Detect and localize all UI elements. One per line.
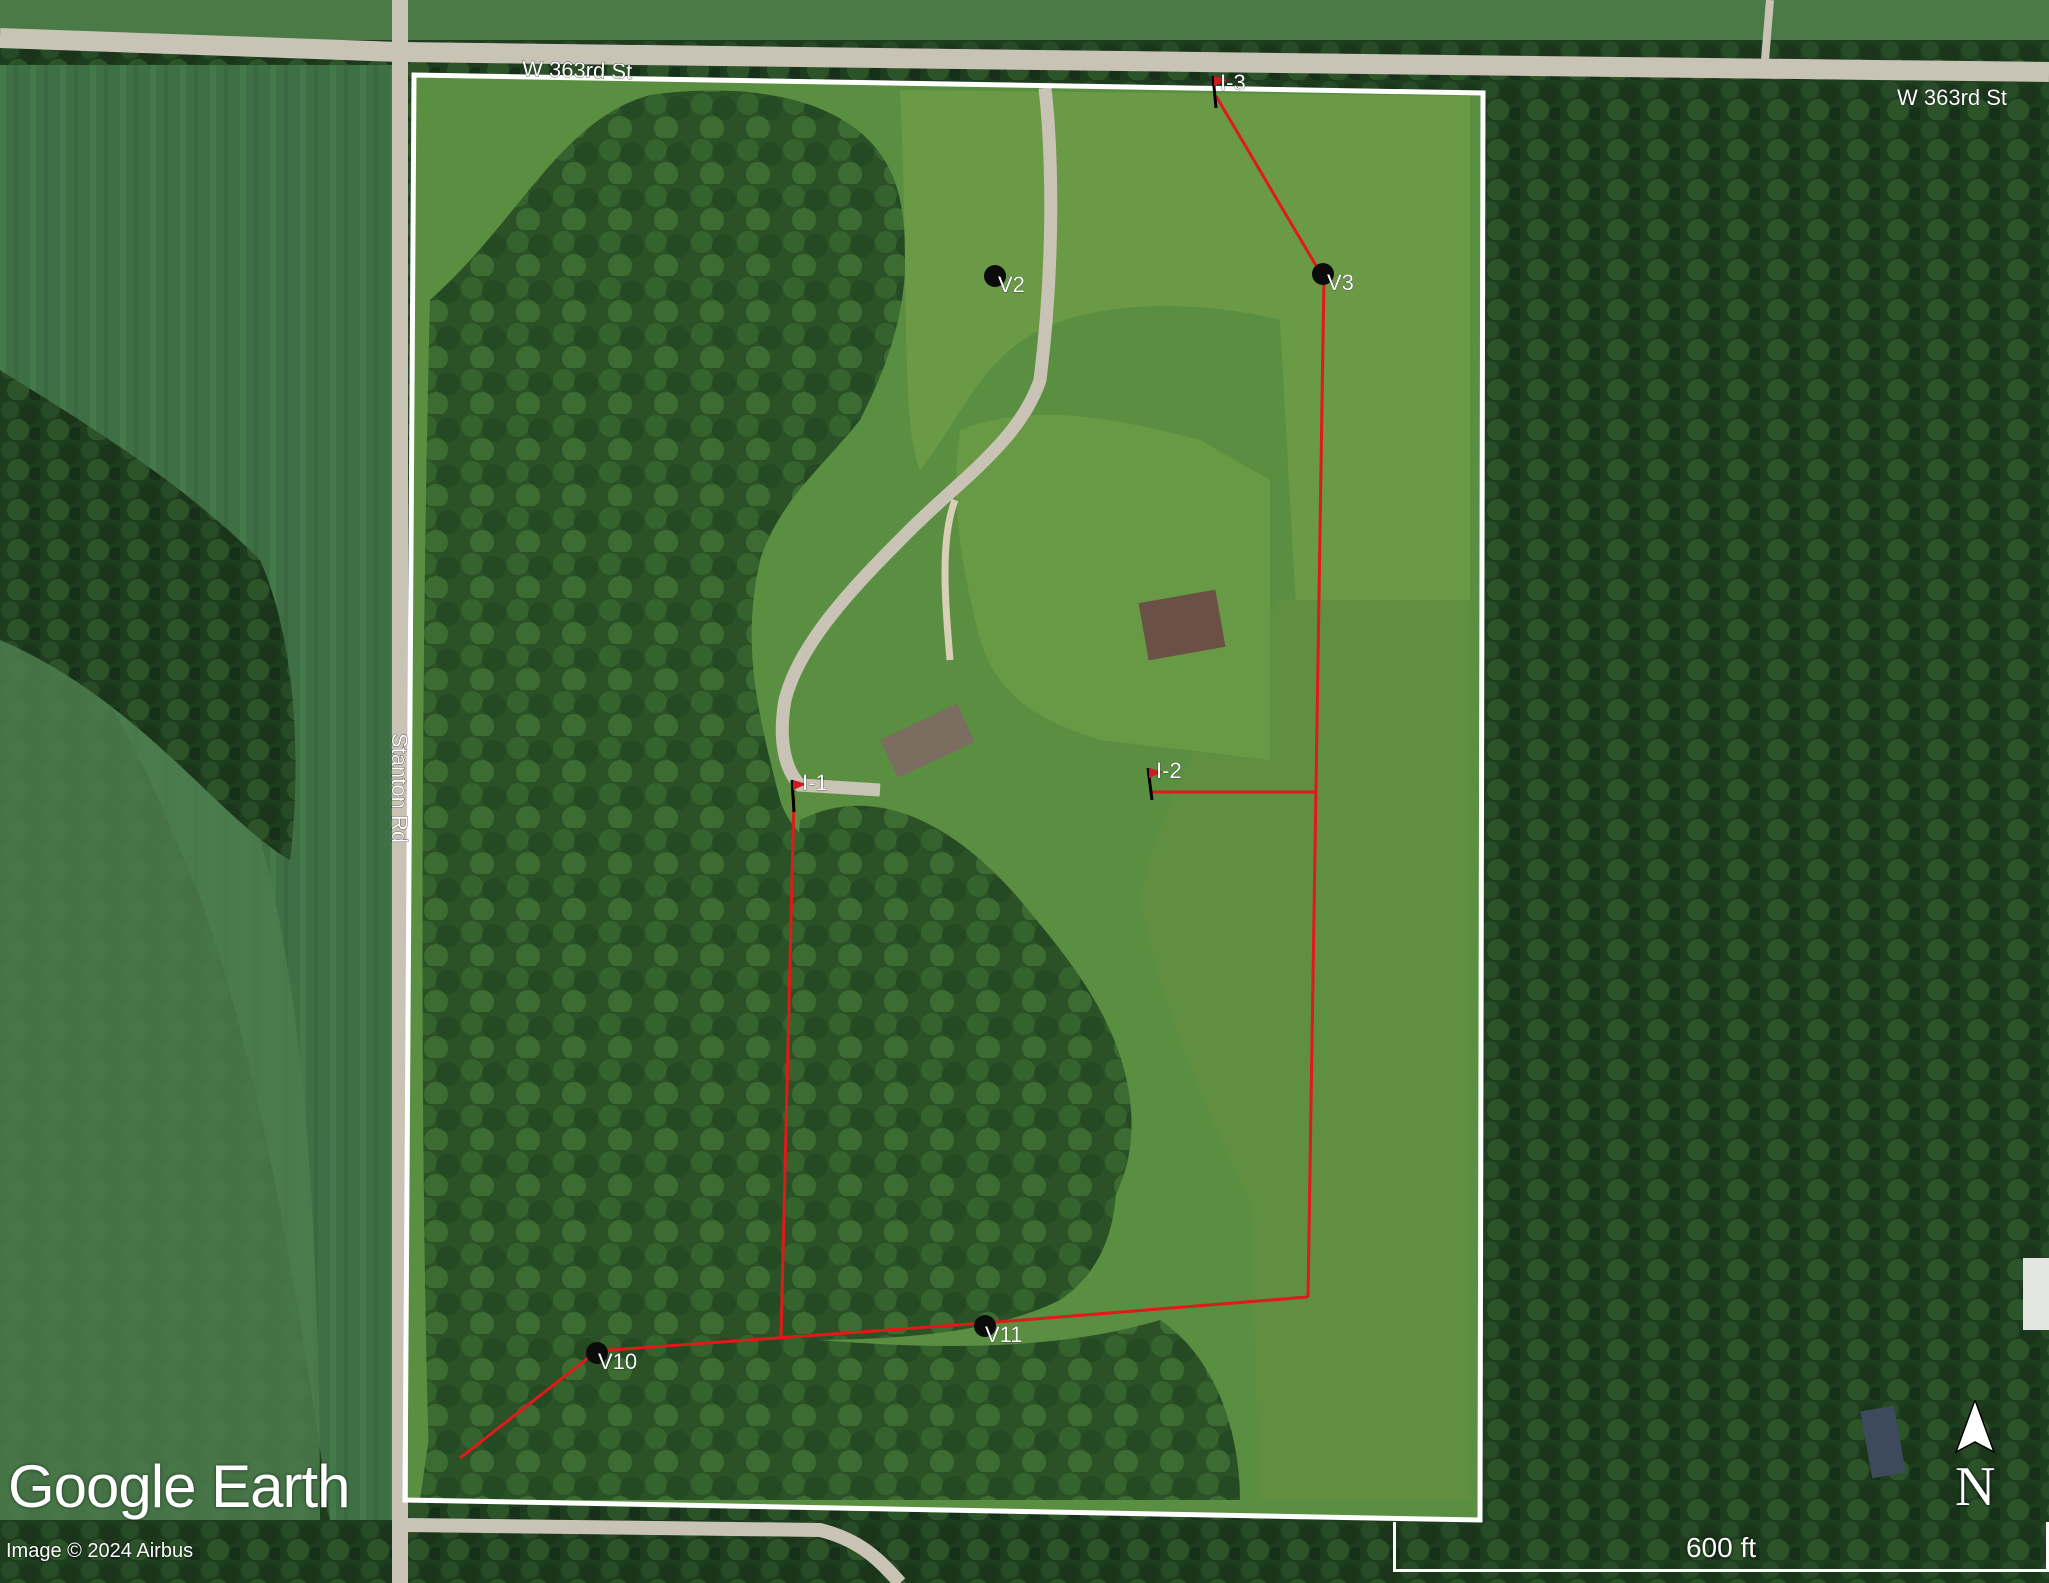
barn-building bbox=[1138, 589, 1226, 661]
east-shed-building bbox=[2023, 1258, 2049, 1330]
flag-icon bbox=[790, 779, 796, 813]
pipeline-i1-south bbox=[779, 796, 796, 1339]
woods-center bbox=[787, 805, 1132, 1282]
scale-bar: 600 ft bbox=[1393, 1522, 2049, 1572]
flag-icon-fill bbox=[1214, 76, 1228, 86]
valve-icon bbox=[984, 265, 1006, 287]
valve-icon bbox=[1312, 263, 1334, 285]
marker-v3[interactable]: V3 bbox=[1312, 263, 1354, 295]
road-south bbox=[404, 1518, 906, 1583]
flag-icon-fill bbox=[1149, 768, 1163, 778]
property-boundary bbox=[402, 72, 1486, 1523]
road-north-spur bbox=[1761, 0, 1774, 61]
driveway-branch bbox=[941, 498, 959, 661]
west-tree-line bbox=[0, 370, 296, 860]
road-label-w-363rd-st-right: W 363rd St bbox=[1897, 85, 2007, 110]
marker-i3[interactable]: I-3 bbox=[1211, 70, 1246, 109]
marker-i1[interactable]: I-1 bbox=[790, 770, 828, 813]
pipeline-v10-southwest bbox=[459, 1349, 598, 1460]
marker-label-v2: V2 bbox=[998, 272, 1025, 297]
lawn-east bbox=[1140, 600, 1470, 1500]
pipeline-network bbox=[459, 95, 1326, 1460]
road-w-363rd-st bbox=[0, 28, 2049, 82]
north-arrow-letter: N bbox=[1955, 1456, 1996, 1518]
flag-icon bbox=[1146, 767, 1154, 801]
west-crop-field-south bbox=[0, 640, 320, 1520]
lawn-north bbox=[900, 90, 1470, 700]
north-arrow-icon bbox=[1954, 1400, 1996, 1454]
marker-v10[interactable]: V10 bbox=[586, 1342, 637, 1374]
scale-bar-label: 600 ft bbox=[1685, 1532, 1757, 1563]
marker-v2[interactable]: V2 bbox=[984, 265, 1025, 297]
lawn-center bbox=[956, 414, 1270, 760]
imagery-credit: Image © 2024 Airbus bbox=[6, 1540, 194, 1562]
road-label-stanton-rd: Stanton Rd bbox=[387, 733, 412, 843]
valve-icon bbox=[586, 1342, 608, 1364]
google-earth-logo: Google Earth bbox=[8, 1453, 351, 1520]
marker-label-v3: V3 bbox=[1327, 270, 1354, 295]
marker-label-v10: V10 bbox=[598, 1349, 637, 1374]
marker-v11[interactable]: V11 bbox=[974, 1315, 1023, 1347]
house-building bbox=[880, 703, 975, 778]
flag-icon-fill bbox=[793, 780, 807, 790]
east-house-building bbox=[1860, 1405, 1906, 1479]
marker-label-i3: I-3 bbox=[1220, 70, 1246, 95]
pipeline-v3-south bbox=[1306, 275, 1326, 1298]
road-label-w-363rd-st-left: W 363rd St bbox=[522, 56, 633, 84]
valve-icon bbox=[974, 1315, 996, 1337]
driveway bbox=[775, 87, 1058, 797]
marker-label-v11: V11 bbox=[985, 1322, 1023, 1347]
marker-i2[interactable]: I-2 bbox=[1146, 758, 1182, 801]
flag-icon bbox=[1211, 75, 1218, 109]
marker-label-i1: I-1 bbox=[802, 770, 828, 795]
north-field-strip bbox=[0, 0, 2049, 40]
pipeline-i3-v3 bbox=[1214, 95, 1323, 275]
woods-southwest bbox=[420, 1320, 1240, 1500]
marker-label-i2: I-2 bbox=[1156, 758, 1182, 783]
